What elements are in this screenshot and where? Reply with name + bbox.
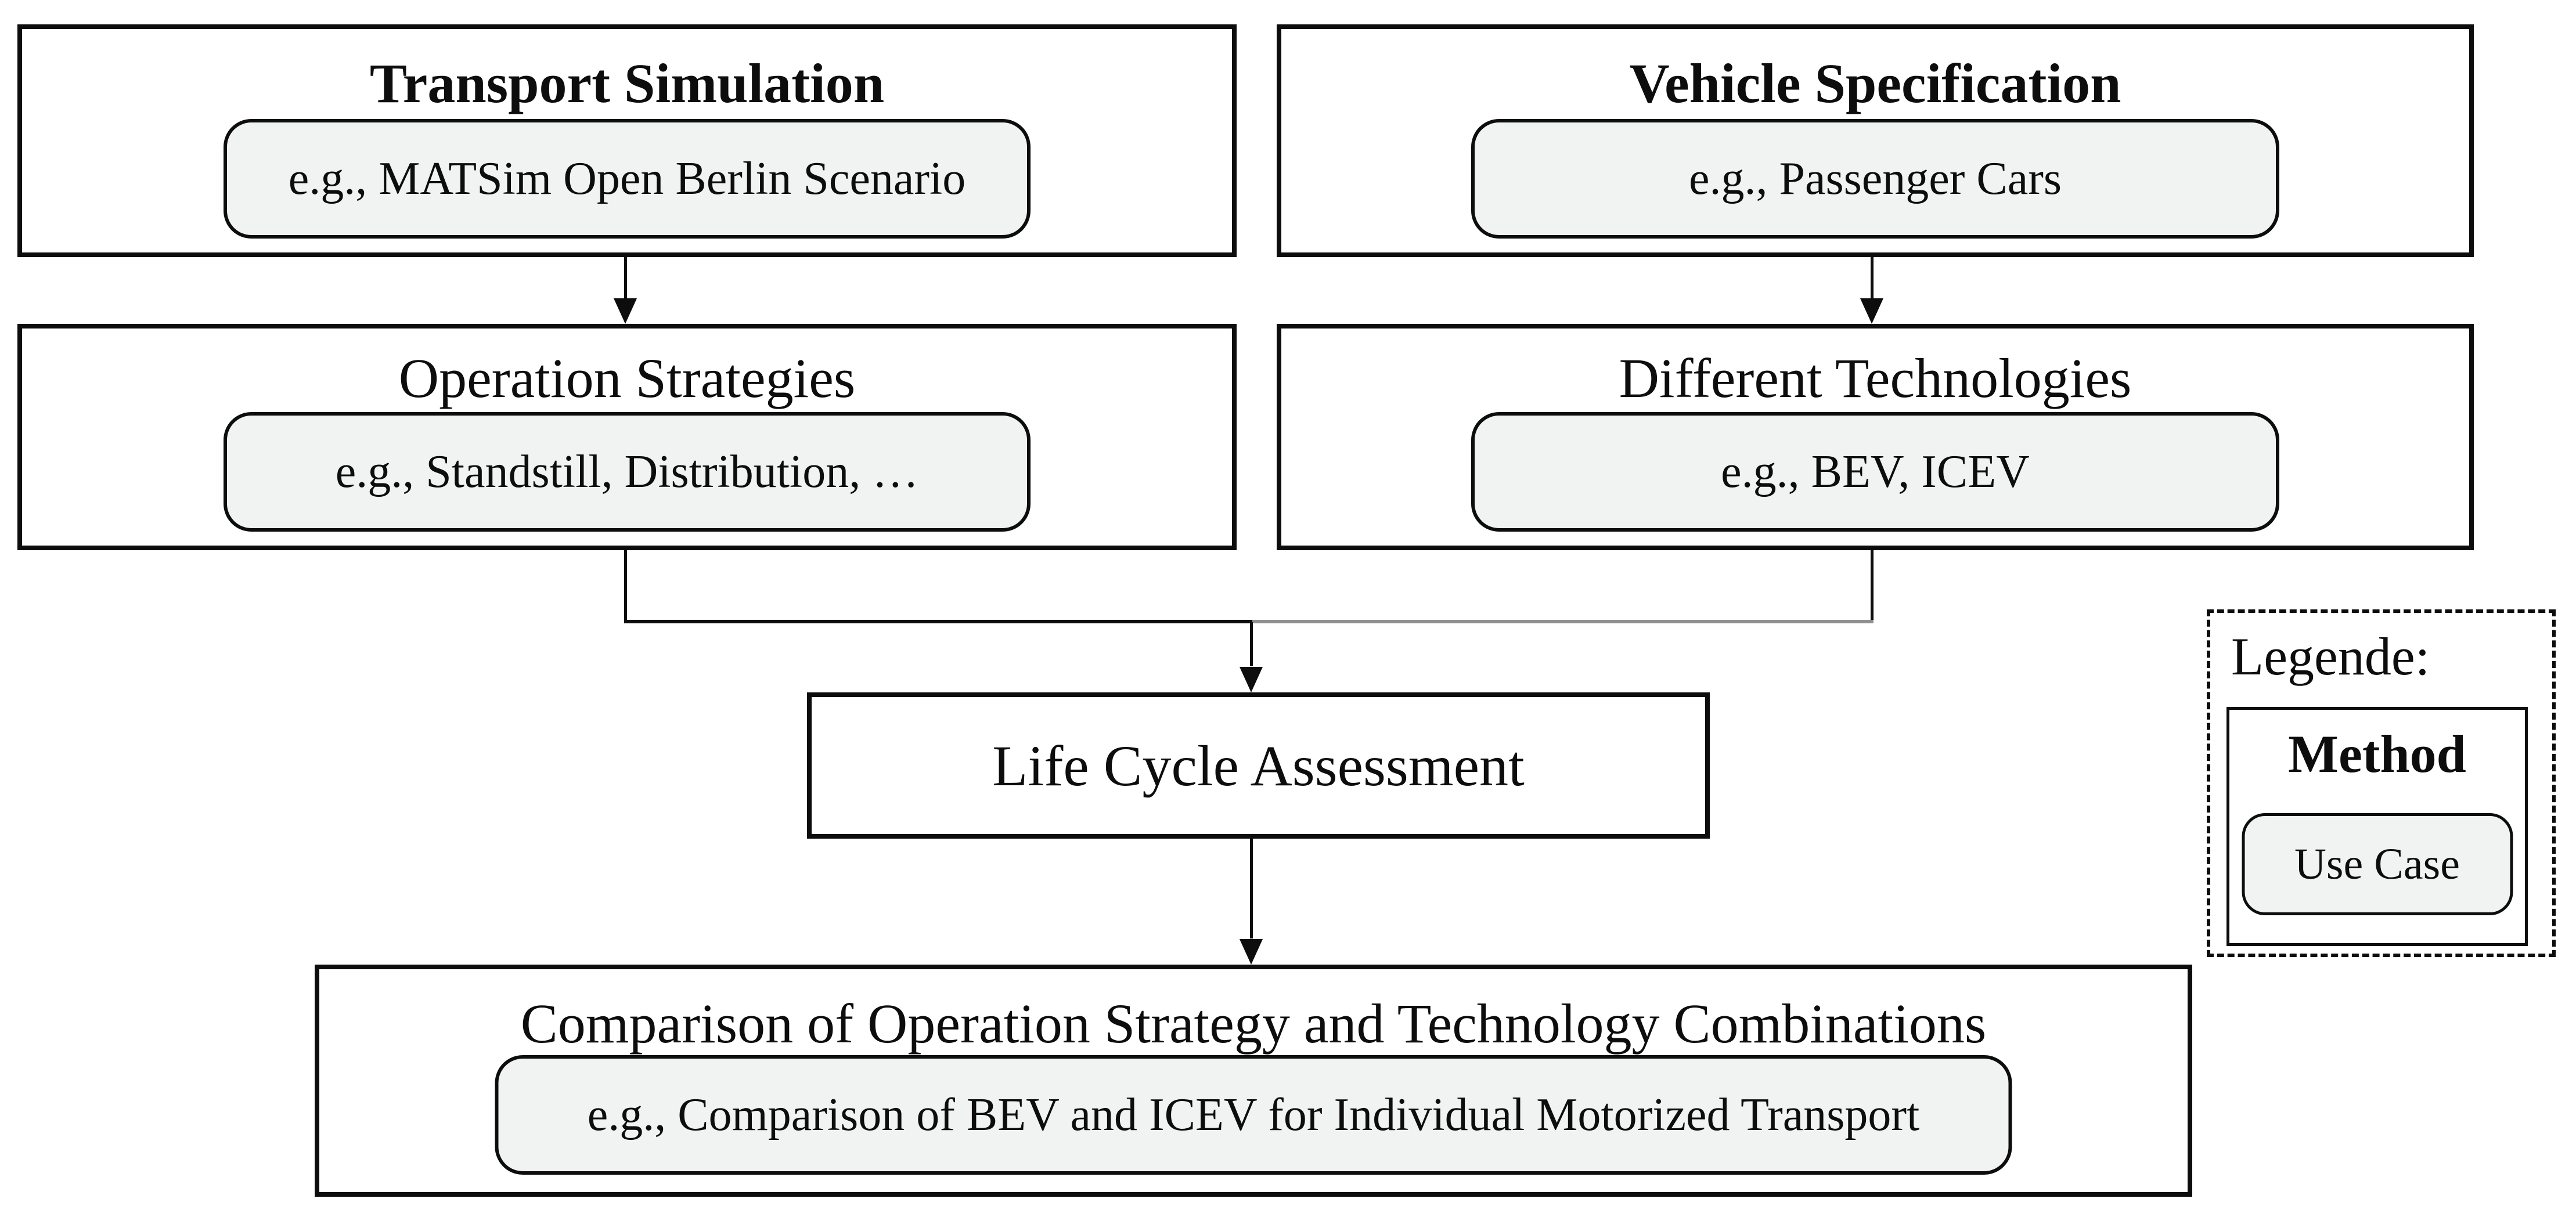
connector-operation-drop-line (624, 550, 627, 622)
node-different-technologies: Different Technologies e.g., BEV, ICEV (1277, 324, 2474, 550)
node-title-comparison: Comparison of Operation Strategy and Tec… (520, 992, 1987, 1055)
use-case-label: e.g., BEV, ICEV (1721, 446, 2030, 497)
arrow-vehicle-to-technologies-head (1860, 298, 1883, 324)
use-case-label: e.g., Passenger Cars (1688, 153, 2062, 204)
node-title-vehicle-specification: Vehicle Specification (1629, 52, 2121, 114)
node-comparison: Comparison of Operation Strategy and Tec… (315, 965, 2192, 1197)
node-transport-simulation: Transport Simulation e.g., MATSim Open B… (17, 24, 1237, 257)
node-title-different-technologies: Different Technologies (1619, 347, 2132, 409)
node-title-operation-strategies: Operation Strategies (398, 347, 856, 409)
arrow-transport-to-operation-line (624, 257, 627, 300)
use-case-pill-transport-simulation: e.g., MATSim Open Berlin Scenario (224, 119, 1031, 239)
legend-method-box: Method Use Case (2226, 707, 2528, 946)
arrow-merge-to-lca-line (1250, 622, 1253, 666)
use-case-label: e.g., Comparison of BEV and ICEV for Ind… (587, 1089, 1920, 1140)
use-case-label: e.g., MATSim Open Berlin Scenario (288, 153, 966, 204)
legend-use-case-pill: Use Case (2242, 813, 2513, 915)
use-case-pill-different-technologies: e.g., BEV, ICEV (1471, 412, 2279, 532)
connector-horizontal-left-segment (624, 620, 1252, 623)
node-title-life-cycle-assessment: Life Cycle Assessment (992, 733, 1525, 798)
connector-technologies-drop-line (1871, 550, 1874, 622)
legend-use-case-label: Use Case (2294, 839, 2460, 889)
arrow-vehicle-to-technologies-line (1871, 257, 1874, 300)
use-case-pill-comparison: e.g., Comparison of BEV and ICEV for Ind… (495, 1055, 2012, 1175)
legend-method-label: Method (2288, 724, 2466, 784)
node-title-transport-simulation: Transport Simulation (369, 52, 885, 114)
node-life-cycle-assessment: Life Cycle Assessment (807, 692, 1710, 839)
arrow-lca-to-comparison-head (1240, 939, 1263, 965)
connector-horizontal-right-segment (1252, 620, 1874, 623)
use-case-label: e.g., Standstill, Distribution, … (335, 446, 919, 497)
legend-heading: Legende: (2231, 627, 2430, 686)
legend-box: Legende: Method Use Case (2207, 609, 2556, 957)
arrow-lca-to-comparison-line (1250, 839, 1253, 938)
use-case-pill-operation-strategies: e.g., Standstill, Distribution, … (224, 412, 1031, 532)
node-vehicle-specification: Vehicle Specification e.g., Passenger Ca… (1277, 24, 2474, 257)
arrow-merge-to-lca-head (1240, 667, 1263, 692)
node-operation-strategies: Operation Strategies e.g., Standstill, D… (17, 324, 1237, 550)
use-case-pill-vehicle-specification: e.g., Passenger Cars (1471, 119, 2279, 239)
arrow-transport-to-operation-head (614, 298, 637, 324)
